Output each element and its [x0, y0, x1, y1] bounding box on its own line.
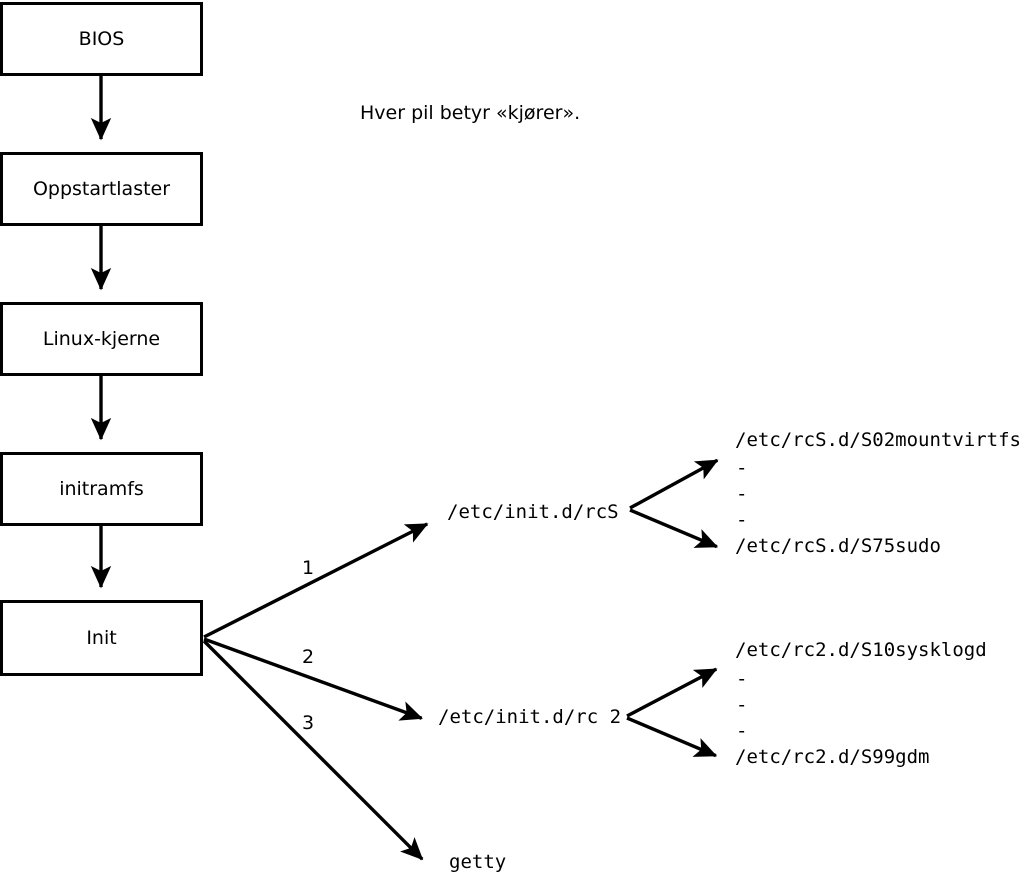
arrow-init-to-rc2 [203, 637, 423, 721]
edge-number-1: 1 [302, 557, 315, 579]
label-rc2-d-s99gdm: /etc/rc2.d/S99gdm [735, 746, 930, 768]
arrow-rcS-to-s02mount [629, 458, 719, 510]
rcS-ellipsis-dash-3: - [736, 509, 748, 531]
node-bootloader: Oppstartlaster [0, 152, 203, 226]
label-rcS-d-s75sudo: /etc/rcS.d/S75sudo [735, 535, 941, 557]
label-init-d-rc2: /etc/init.d/rc 2 [438, 706, 622, 728]
arrow-rc2-to-s99gdm [626, 716, 718, 758]
node-bios: BIOS [0, 2, 203, 76]
arrow-init-to-rcS [203, 522, 429, 639]
label-rcS-d-s02mountvirtfs: /etc/rcS.d/S02mountvirtfs [735, 429, 1021, 451]
diagram-caption: Hver pil betyr «kjører». [360, 102, 581, 124]
arrow-rc2-to-s10syslogd [626, 667, 718, 718]
arrow-rcS-to-s75sudo [629, 508, 719, 549]
rc2-ellipsis-dash-2: - [736, 694, 748, 716]
label-rc2-d-s10sysklogd: /etc/rc2.d/S10sysklogd [735, 639, 987, 661]
rc2-ellipsis-dash-3: - [736, 720, 748, 742]
rcS-ellipsis-dash-1: - [736, 457, 748, 479]
node-init-label: Init [86, 626, 117, 649]
node-init: Init [0, 600, 203, 676]
label-getty: getty [449, 851, 507, 873]
edge-number-3: 3 [302, 712, 315, 734]
rc2-ellipsis-dash-1: - [736, 668, 748, 690]
arrow-group [90, 76, 719, 861]
edge-number-2: 2 [302, 646, 315, 668]
label-init-d-rcS: /etc/init.d/rcS [447, 501, 619, 523]
arrow-init-to-getty [202, 639, 424, 861]
rcS-ellipsis-dash-2: - [736, 483, 748, 505]
node-linux-kernel: Linux-kjerne [0, 302, 203, 376]
node-initramfs: initramfs [0, 452, 203, 526]
node-bios-label: BIOS [78, 27, 125, 50]
node-initramfs-label: initramfs [59, 477, 144, 500]
node-linux-kernel-label: Linux-kjerne [42, 327, 161, 350]
node-bootloader-label: Oppstartlaster [32, 177, 171, 200]
